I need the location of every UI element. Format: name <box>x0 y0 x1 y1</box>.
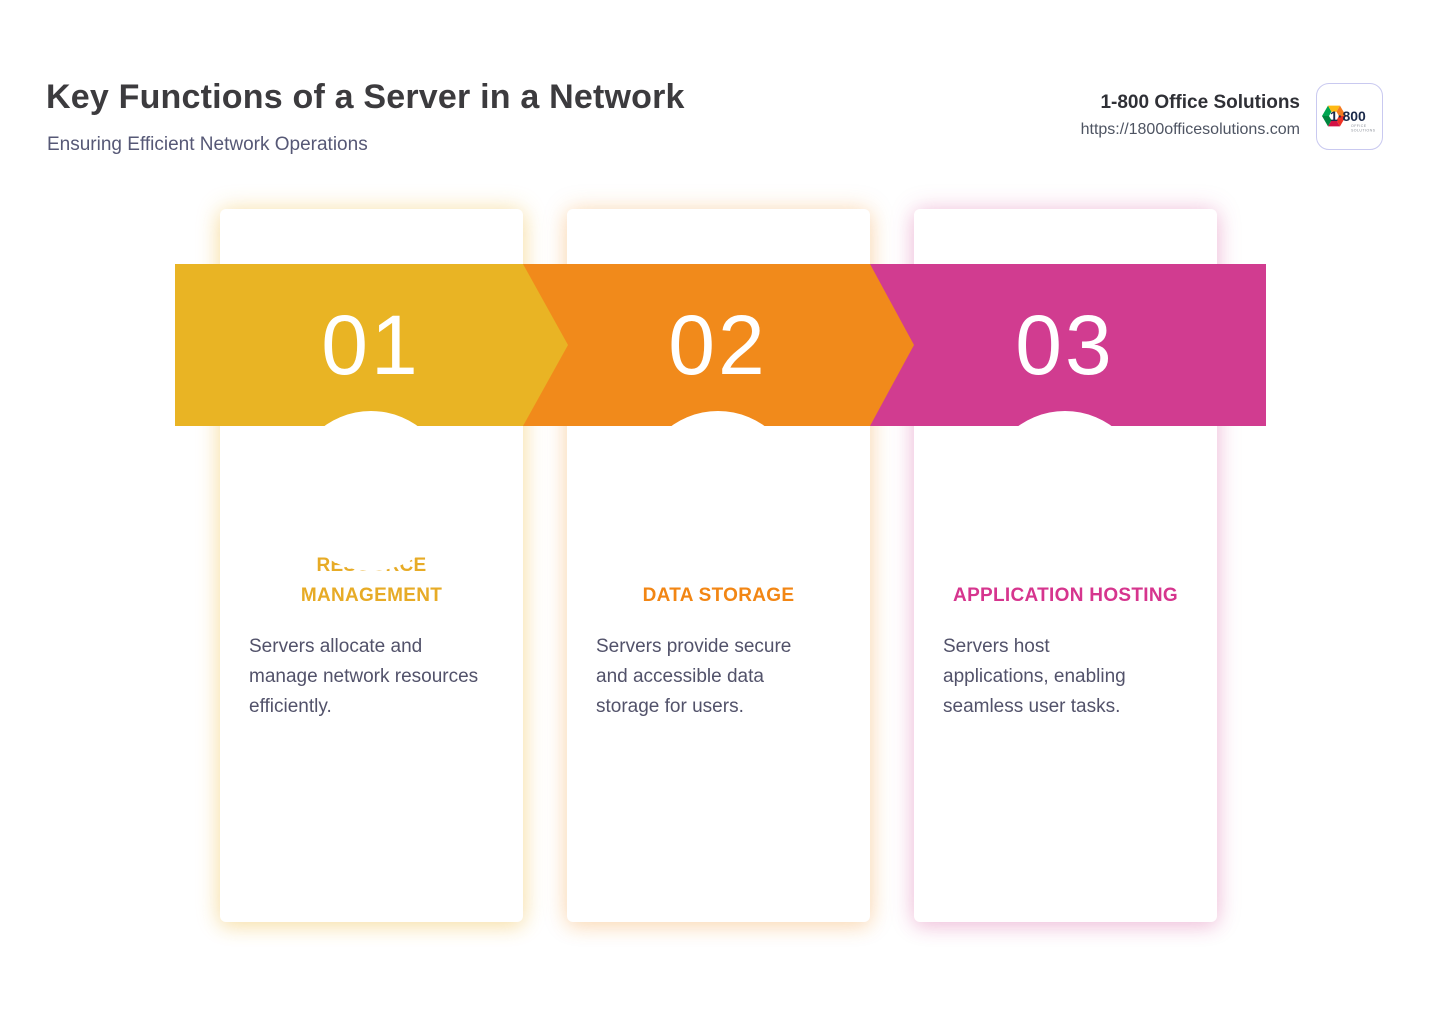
step-description: Servers host applications, enabling seam… <box>943 636 1126 717</box>
brand-name: 1-800 Office Solutions <box>1100 92 1300 113</box>
chevron-segment-3 <box>870 264 1266 426</box>
banner-notch-1 <box>291 411 451 571</box>
step-banner: 01 02 03 <box>175 264 1266 571</box>
step-number-1: 01 <box>321 297 421 392</box>
brand-logo-mark: 1·800 OFFICE SOLUTIONS <box>1321 105 1376 132</box>
logo-caption-line1: OFFICE <box>1351 124 1367 128</box>
step-description: Servers allocate and manage network reso… <box>249 636 479 717</box>
brand-url-link[interactable]: https://1800officesolutions.com <box>1080 121 1300 138</box>
step-number-3: 03 <box>1015 297 1115 392</box>
logo-caption-line2: SOLUTIONS <box>1351 128 1376 132</box>
step-title-line: MANAGEMENT <box>300 585 443 606</box>
banner-notch-2 <box>638 411 798 571</box>
brand-logo: 1·800 OFFICE SOLUTIONS <box>1316 83 1383 150</box>
chevron-segment-2 <box>523 264 914 426</box>
chevron-segment-1 <box>175 264 568 426</box>
page-subtitle: Ensuring Efficient Network Operations <box>47 134 368 155</box>
logo-number-text: 1·800 <box>1330 108 1366 124</box>
step-title: APPLICATION HOSTING <box>953 585 1178 606</box>
banner-notch-3 <box>985 411 1145 571</box>
step-number-2: 02 <box>668 297 768 392</box>
step-description: Servers provide secure and accessible da… <box>596 636 792 717</box>
page-title: Key Functions of a Server in a Network <box>46 78 685 116</box>
step-title: DATA STORAGE <box>642 585 795 606</box>
